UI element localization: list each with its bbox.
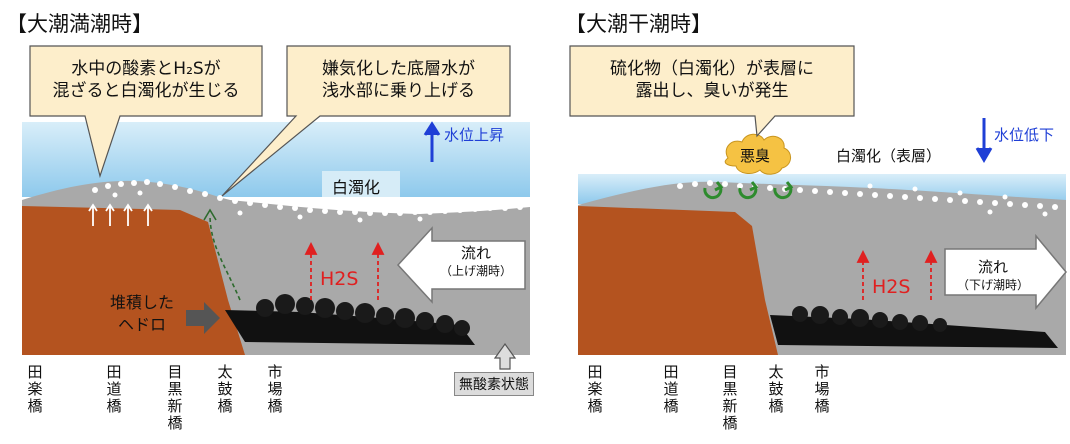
left-sediment-label: 堆積した ヘドロ — [110, 293, 175, 334]
right-water-level-label: 水位低下 — [994, 126, 1055, 144]
right-bridge-label: 太鼓橋 — [768, 363, 784, 415]
left-sludge-layer — [225, 310, 475, 345]
left-flow-label: 流れ （上げ潮時） — [430, 244, 522, 280]
right-h2s-label: H2S — [872, 276, 911, 298]
right-bridge-label: 市場橋 — [814, 363, 830, 415]
left-water-level-label: 水位上昇 — [444, 126, 505, 144]
left-upward-white-arrows — [88, 203, 153, 226]
right-flow-sub: （下げ潮時） — [956, 278, 1029, 292]
left-upwelling-arrowhead — [203, 208, 217, 221]
right-bridge-label: 田楽橋 — [587, 363, 603, 415]
left-upwelling-dashed-arrow — [209, 214, 241, 301]
left-bridge-label: 太鼓橋 — [217, 363, 233, 415]
left-flow-main: 流れ — [460, 244, 491, 262]
left-callout-2-text: 嫌気化した底層水が 浅水部に乗り上げる — [322, 59, 475, 101]
right-odor-label: 悪臭 — [740, 147, 771, 165]
left-water-level-up-arrow — [423, 121, 441, 162]
left-sediment-pointer-arrow — [186, 302, 220, 334]
left-sludge-lumps — [256, 294, 470, 336]
left-panel-title: 【大潮満潮時】 — [6, 12, 153, 36]
left-whitening-label: 白濁化 — [332, 178, 381, 197]
left-bridge-label: 目黒新橋 — [167, 363, 183, 432]
left-callout-1-text: 水中の酸素とH₂Sが 混ざると白濁化が生じる — [52, 59, 240, 101]
right-bridge-label: 目黒新橋 — [722, 363, 738, 432]
right-h2s-arrows — [856, 249, 938, 300]
left-bridge-label: 田楽橋 — [27, 363, 43, 415]
right-white-particles — [677, 180, 1058, 217]
left-h2s-label: H2S — [320, 268, 359, 290]
left-whitening-box — [322, 171, 400, 197]
left-bridge-label: 田道橋 — [106, 363, 122, 415]
left-bridge-label: 市場橋 — [267, 363, 283, 415]
left-callout-1-shape — [29, 45, 263, 179]
right-panel-title: 【大潮干潮時】 — [565, 12, 712, 36]
right-whitening-label: 白濁化（表層） — [836, 147, 942, 165]
right-bridge-label: 田道橋 — [663, 363, 679, 415]
right-water-level-down-arrow — [975, 118, 993, 163]
right-sludge-lumps — [792, 306, 947, 332]
left-h2s-arrows — [304, 241, 385, 300]
right-flow-arrow-shape — [944, 233, 1067, 311]
right-flow-label: 流れ （下げ潮時） — [950, 258, 1036, 294]
left-flow-arrow-shape — [396, 226, 526, 304]
right-odor-cloud — [724, 133, 791, 175]
left-anoxic-pointer-arrow — [493, 342, 517, 370]
left-anoxic-label: 無酸素状態 — [454, 372, 534, 396]
left-flow-sub: （上げ潮時） — [439, 264, 512, 278]
right-sediment — [578, 206, 778, 355]
left-callout-2-shape — [221, 45, 511, 197]
right-callout-shape — [569, 45, 855, 138]
right-green-swirls — [703, 181, 794, 200]
left-white-particles — [92, 179, 523, 223]
right-callout-text: 硫化物（白濁化）が表層に 露出し、臭いが発生 — [610, 59, 814, 101]
right-flow-main: 流れ — [977, 258, 1008, 276]
